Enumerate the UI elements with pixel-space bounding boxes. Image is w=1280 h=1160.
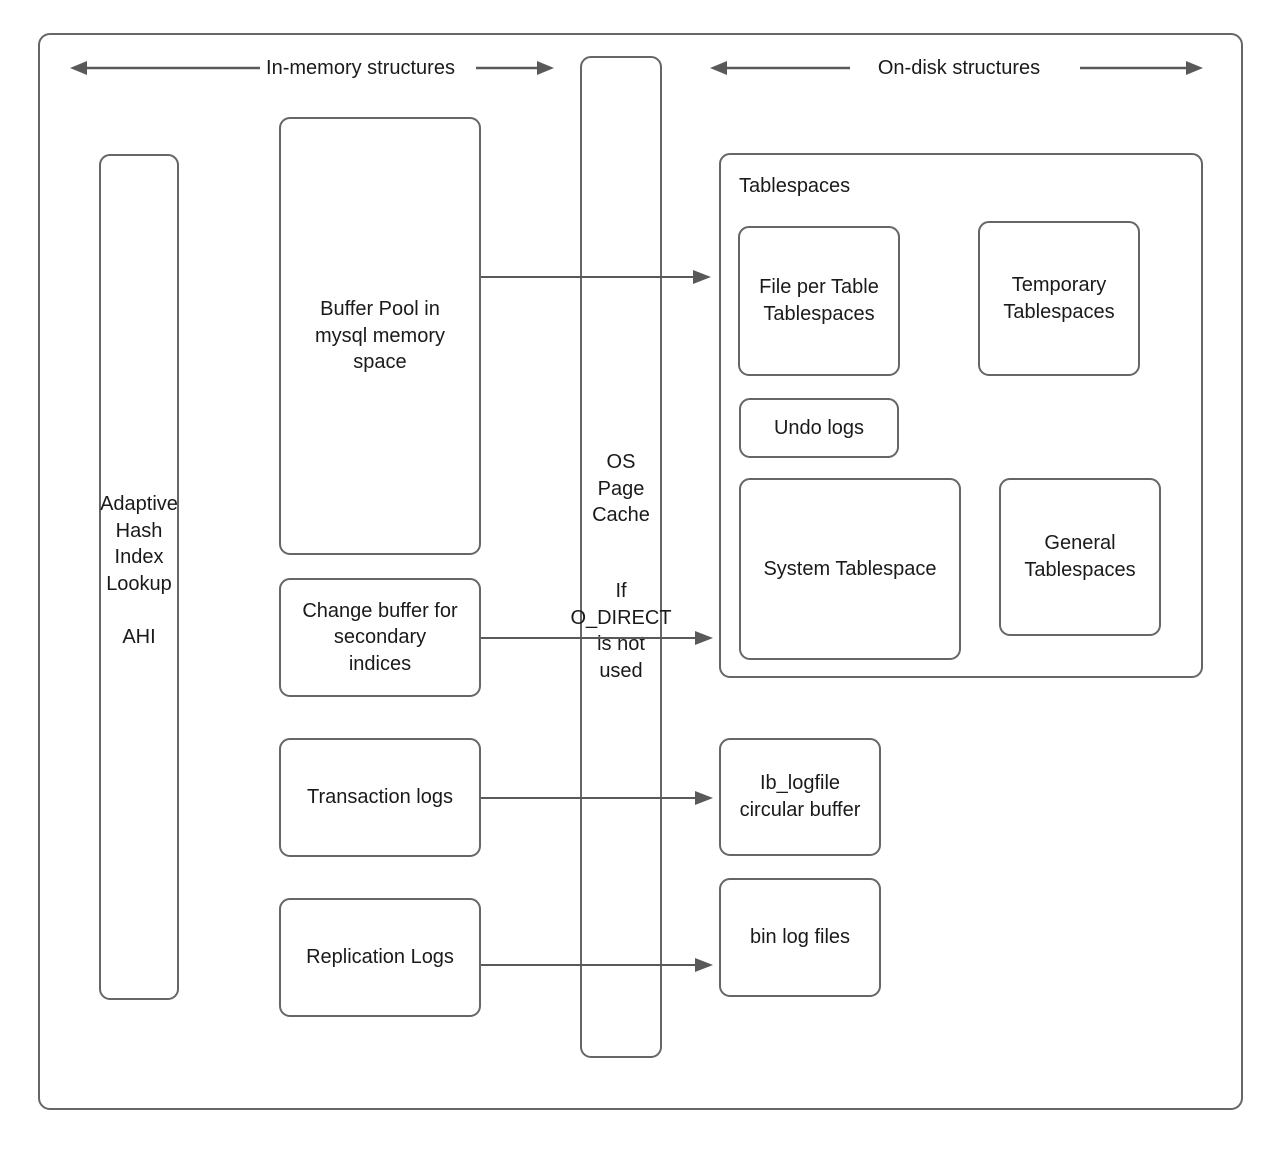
in-memory-right-arrow-icon xyxy=(476,61,554,75)
node-ib-logfile[interactable]: Ib_logfile circular buffer xyxy=(719,738,881,856)
node-change-buffer[interactable]: Change buffer for secondary indices xyxy=(279,578,481,697)
node-file-per-table-tablespaces[interactable]: File per Table Tablespaces xyxy=(738,226,900,376)
edge-transaction-logs-to-ib-logfile xyxy=(481,791,713,805)
node-general-tablespaces[interactable]: General Tablespaces xyxy=(999,478,1161,636)
container-tablespaces-title: Tablespaces xyxy=(739,175,851,197)
node-os-page-cache[interactable] xyxy=(580,56,662,1058)
in-memory-left-arrow-icon xyxy=(70,61,260,75)
node-replication-logs[interactable]: Replication Logs xyxy=(279,898,481,1017)
header-label-on-disk: On-disk structures xyxy=(877,57,1041,79)
node-buffer-pool[interactable]: Buffer Pool in mysql memory space xyxy=(279,117,481,555)
node-bin-log-files[interactable]: bin log files xyxy=(719,878,881,997)
on-disk-left-arrow-icon xyxy=(710,61,850,75)
node-temporary-tablespaces[interactable]: Temporary Tablespaces xyxy=(978,221,1140,376)
node-transaction-logs[interactable]: Transaction logs xyxy=(279,738,481,857)
node-os-page-cache-note: If O_DIRECT is not used xyxy=(570,580,672,682)
edge-replication-logs-to-bin-log-files xyxy=(481,958,713,972)
edge-buffer-pool-to-file-per-table xyxy=(481,270,711,284)
node-os-page-cache-label: OS Page Cache xyxy=(592,451,650,527)
edge-change-buffer-to-system-tablespace xyxy=(481,631,713,645)
on-disk-right-arrow-icon xyxy=(1080,61,1203,75)
node-adaptive-hash-index[interactable] xyxy=(99,154,179,1000)
node-adaptive-hash-index-label: Adaptive Hash Index Lookup AHI xyxy=(100,493,178,648)
node-system-tablespace[interactable]: System Tablespace xyxy=(739,478,961,660)
header-label-in-memory: In-memory structures xyxy=(266,57,455,79)
node-undo-logs[interactable]: Undo logs xyxy=(739,398,899,458)
